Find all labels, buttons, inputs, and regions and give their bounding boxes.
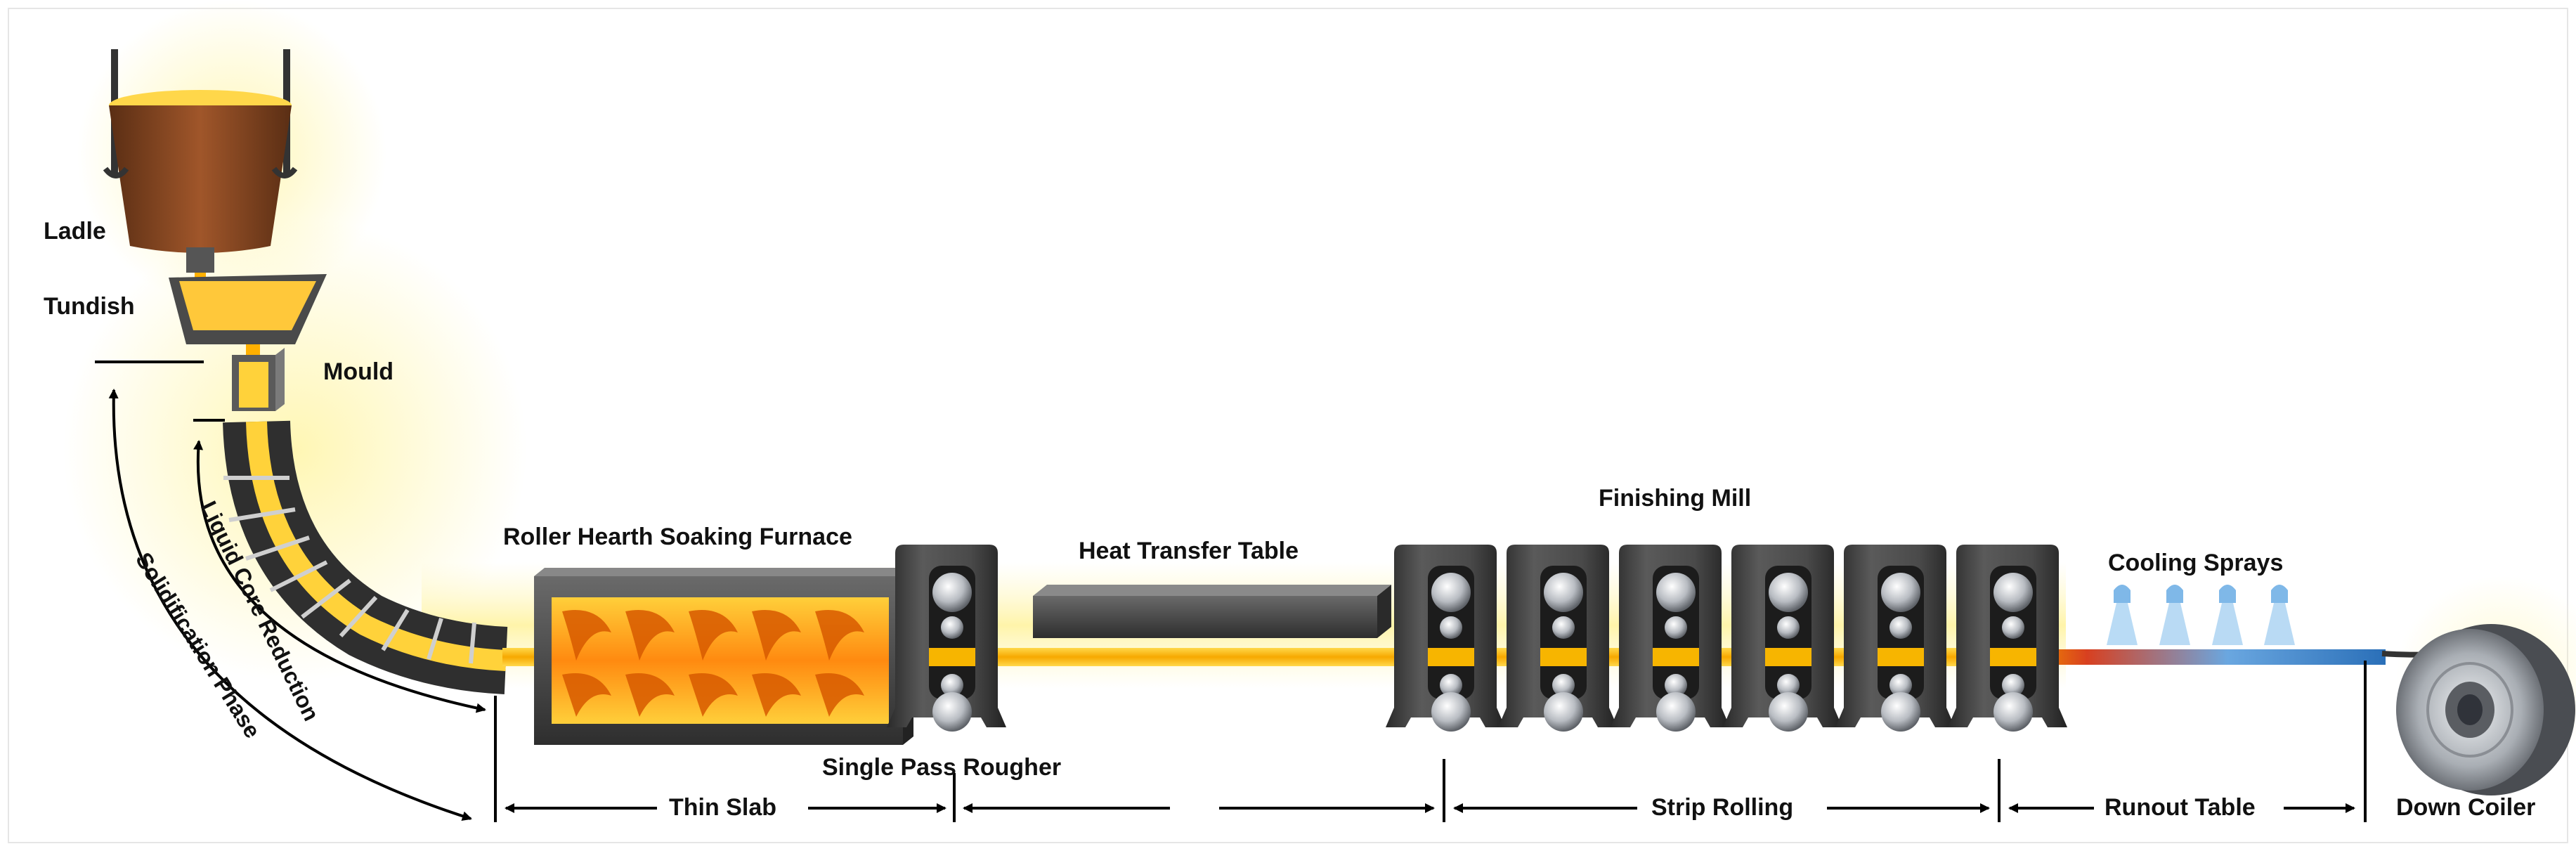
roll [1665, 674, 1687, 696]
roll [941, 616, 963, 639]
cooling-sprays [2107, 585, 2295, 645]
tundish [169, 274, 327, 364]
mould [232, 348, 285, 411]
phase-arrows [95, 360, 486, 821]
label-runout-table: Runout Table [2105, 794, 2256, 821]
roll [1552, 674, 1575, 696]
roll [1656, 573, 1696, 612]
roll [1881, 692, 1920, 732]
roll [1769, 692, 1808, 732]
roller-hearth-furnace [534, 568, 913, 745]
frame-border [8, 8, 2568, 843]
finishing-stand-2 [1498, 545, 1618, 732]
roll [1769, 573, 1808, 612]
down-coiler [2396, 624, 2575, 795]
label-thin-slab: Thin Slab [669, 794, 776, 821]
finishing-stand-4 [1723, 545, 1842, 732]
roll [1777, 674, 1800, 696]
heat-transfer-table [1033, 585, 1391, 638]
roll [1656, 692, 1696, 732]
label-cooling-sprays: Cooling Sprays [2108, 550, 2283, 576]
roll [932, 573, 972, 612]
finishing-stand-5 [1835, 545, 1955, 732]
roll [932, 692, 972, 732]
roll [1881, 573, 1920, 612]
section-dividers [494, 661, 2367, 822]
roll [1440, 616, 1462, 639]
finishing-stand-6 [1948, 545, 2067, 732]
roll [941, 674, 963, 696]
label-finishing-mill: Finishing Mill [1599, 485, 1751, 512]
roll [2002, 616, 2024, 639]
roll [1665, 616, 1687, 639]
roll [1552, 616, 1575, 639]
label-strip-rolling: Strip Rolling [1651, 794, 1793, 821]
finishing-stand-3 [1611, 545, 1730, 732]
label-mould: Mould [323, 358, 393, 385]
cooling-strip [2034, 649, 2386, 665]
label-tundish: Tundish [44, 293, 135, 320]
roll [1993, 573, 2033, 612]
label-single-pass-rougher: Single Pass Rougher [822, 754, 1061, 781]
roll [1777, 616, 1800, 639]
rolling-stands [887, 545, 2067, 732]
roll [1431, 692, 1471, 732]
roll [1889, 674, 1912, 696]
rougher-stand [887, 545, 1006, 732]
label-heat-transfer-table: Heat Transfer Table [1079, 538, 1299, 564]
roll [1544, 692, 1583, 732]
roll [1889, 616, 1912, 639]
roll [1440, 674, 1462, 696]
roll [1993, 692, 2033, 732]
roll [1544, 573, 1583, 612]
ladle [103, 49, 298, 298]
roll [2002, 674, 2024, 696]
label-roller-hearth-soaking-furnace: Roller Hearth Soaking Furnace [503, 524, 852, 550]
label-ladle: Ladle [44, 218, 106, 245]
roll [1431, 573, 1471, 612]
finishing-stand-1 [1386, 545, 1505, 732]
label-down-coiler: Down Coiler [2396, 794, 2535, 821]
